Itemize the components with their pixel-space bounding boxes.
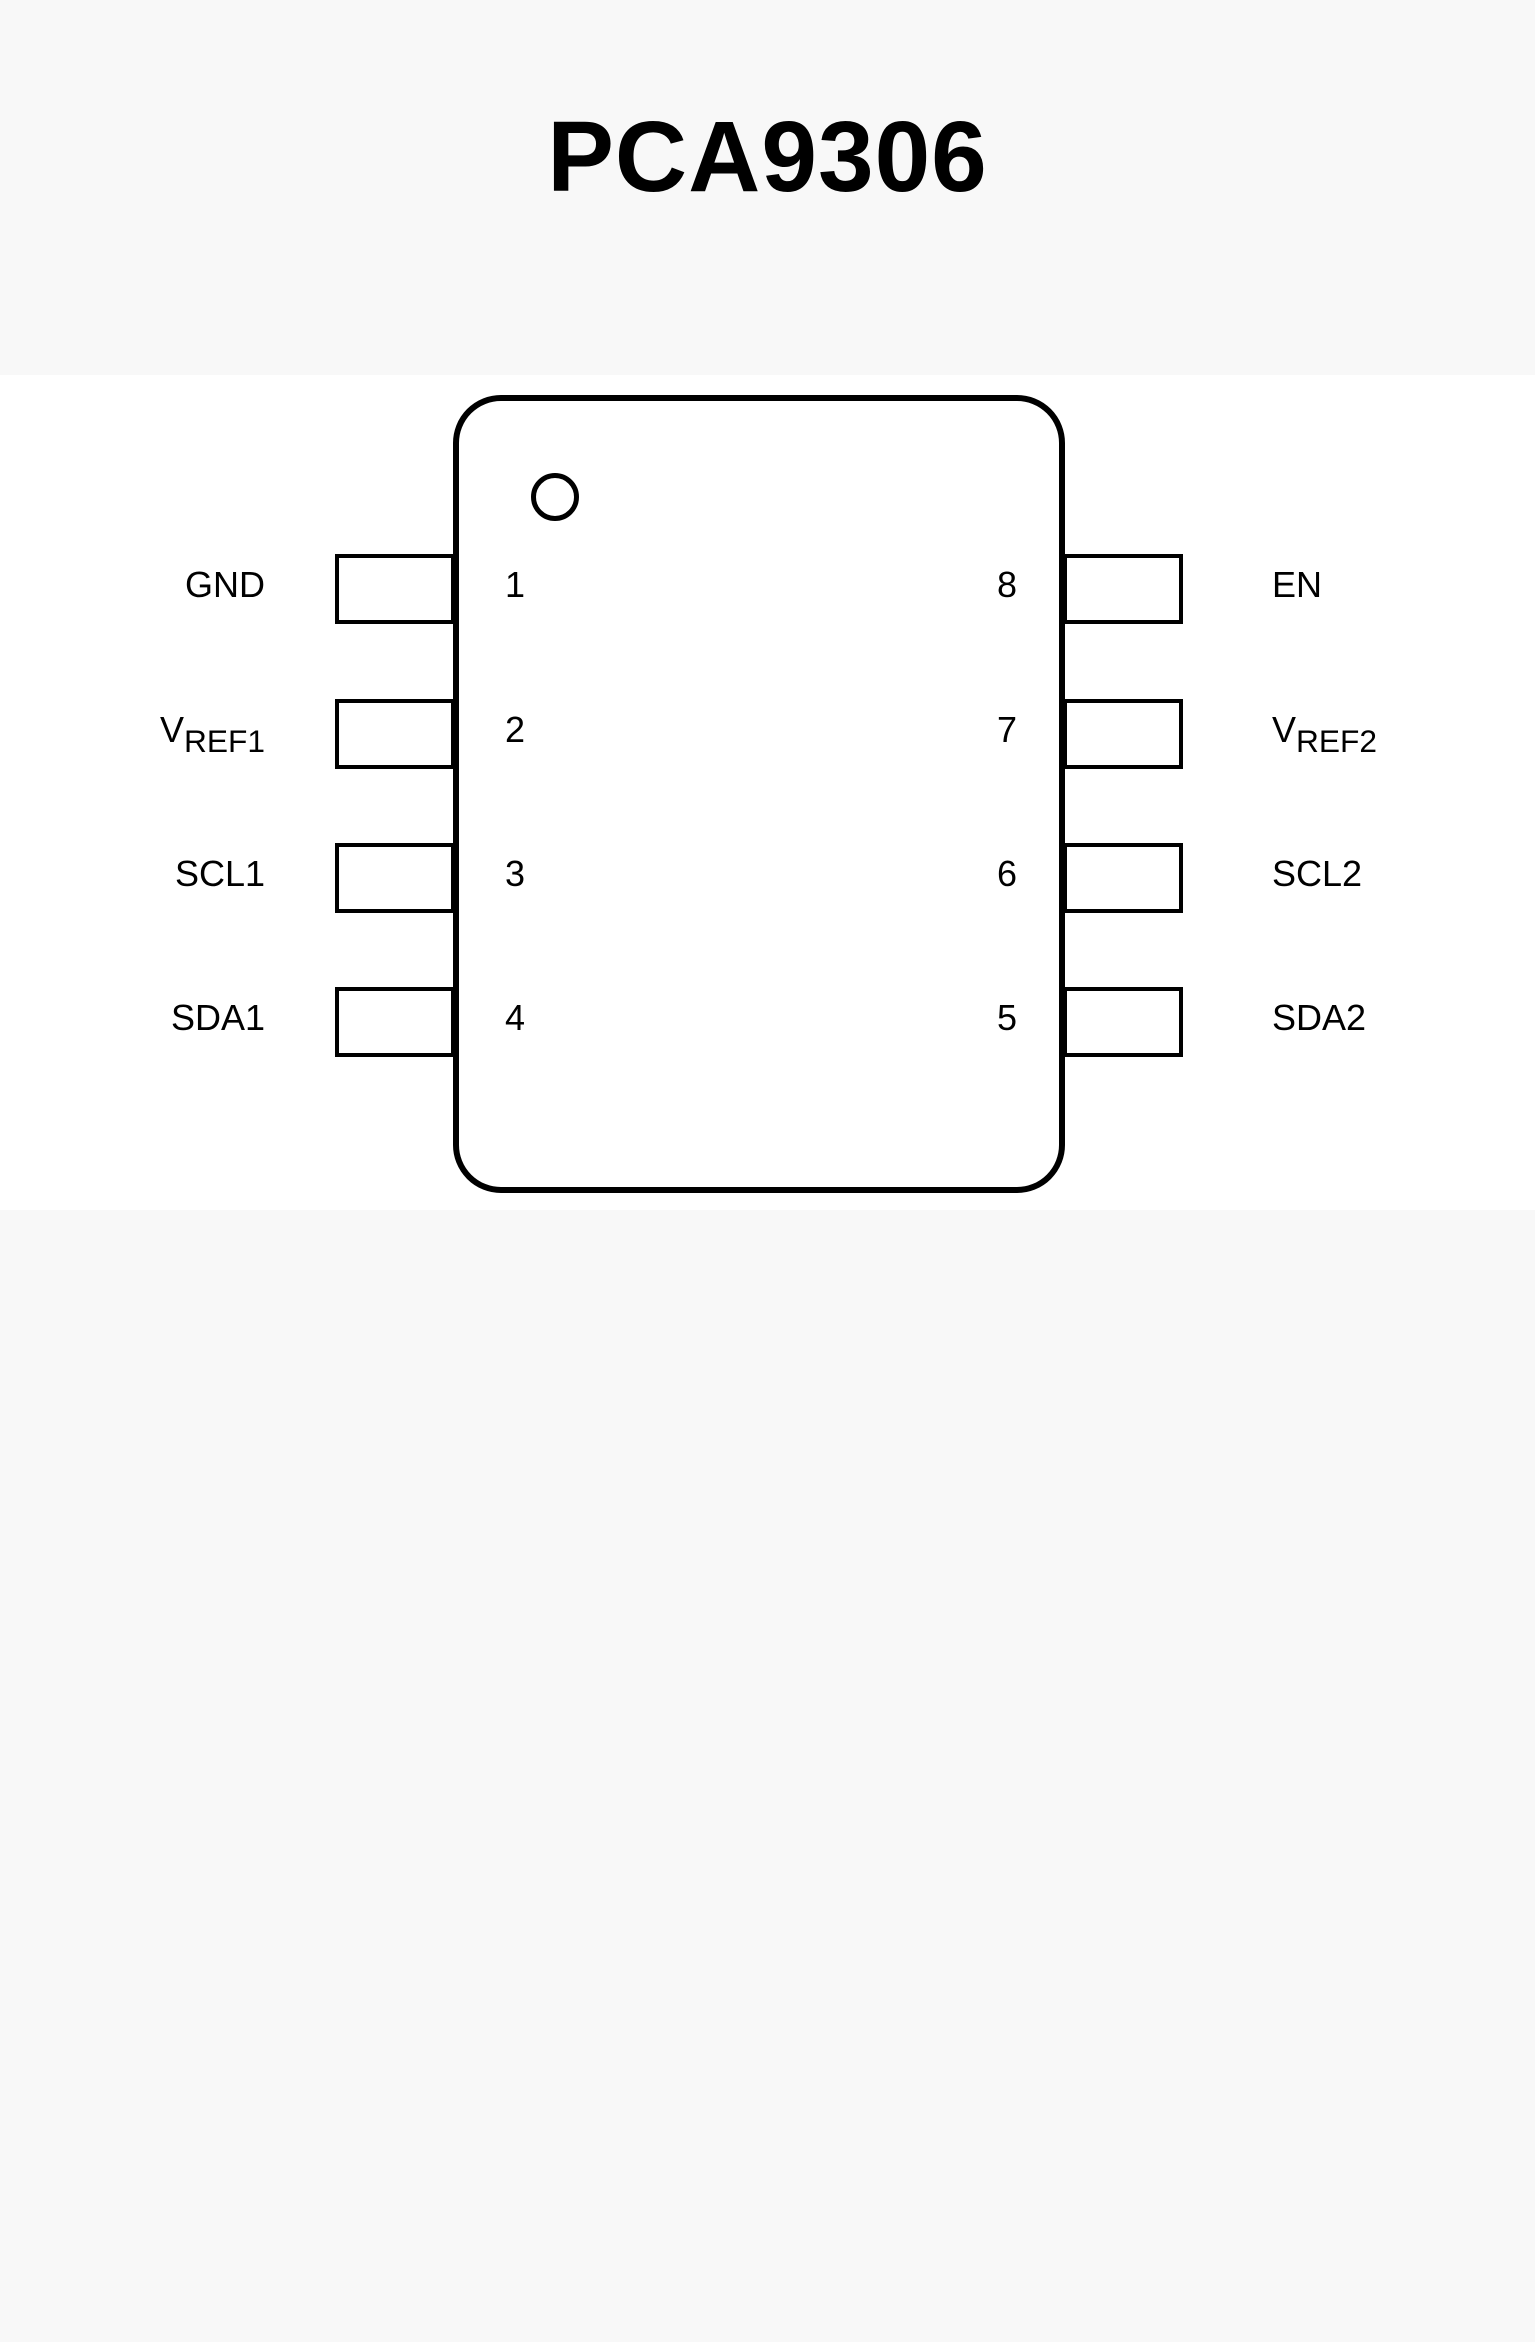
pin-label-subscript: REF2 [1296,722,1377,759]
pin-label-scl1: SCL1 [60,839,265,909]
chip-title: PCA9306 [547,101,988,213]
pin-box-8 [1063,554,1183,624]
pin-label-text: V [1272,709,1297,750]
pin-label-en: EN [1272,550,1492,620]
pin1-indicator-dot [531,473,579,521]
pin-label-text: SCL1 [174,853,265,894]
pin-number-4: 4 [505,997,526,1038]
pin-label-text: SCL2 [1272,853,1363,894]
pin-label-text: EN [1272,564,1323,605]
pin-box-6 [1063,843,1183,913]
pin-box-3 [335,843,455,913]
pin-label-text: SDA2 [1272,997,1367,1038]
pin-number-8: 8 [996,564,1017,605]
pin-number-2: 2 [505,709,526,750]
pin-number-7: 7 [996,709,1017,750]
pin-label-text: V [160,709,185,750]
pin-label-text: GND [185,564,265,605]
pin-label-sda1: SDA1 [60,983,265,1053]
pin-box-5 [1063,987,1183,1057]
chip-body [453,395,1065,1193]
pin-label-sda2: SDA2 [1272,983,1492,1053]
pin-box-2 [335,699,455,769]
pin-box-7 [1063,699,1183,769]
pin-label-gnd: GND [60,550,265,620]
pin-label-text: SDA1 [170,997,265,1038]
pin-number-6: 6 [996,853,1017,894]
pin-label-subscript: REF1 [184,722,265,759]
pin-box-4 [335,987,455,1057]
pin-number-3: 3 [505,853,526,894]
pin-number-1: 1 [505,564,526,605]
pin-number-5: 5 [996,997,1017,1038]
pin-label-scl2: SCL2 [1272,839,1492,909]
pin-box-1 [335,554,455,624]
